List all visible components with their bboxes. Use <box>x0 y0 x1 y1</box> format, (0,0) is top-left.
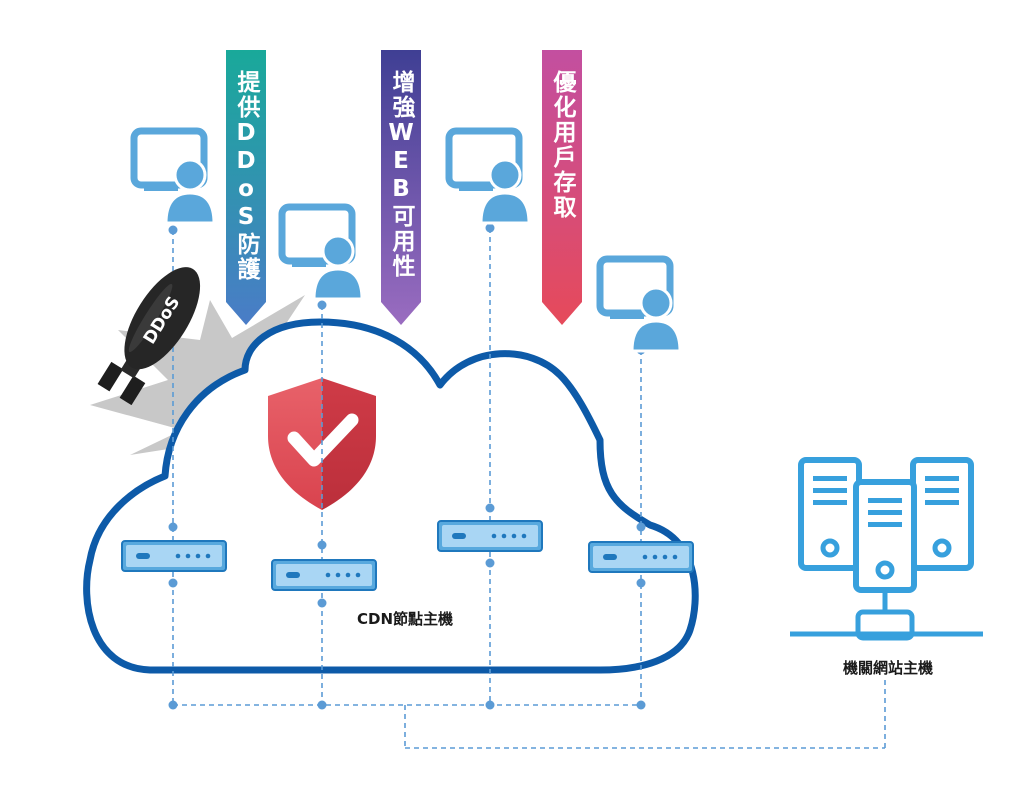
user-computer-icon-3 <box>449 131 529 223</box>
connector-dots <box>168 223 646 710</box>
banner-user-access-text: 優化用戶存取 <box>549 70 578 220</box>
banner-user-access: 優化用戶存取 <box>542 50 582 325</box>
origin-server-label: 機關網站主機 <box>843 659 933 677</box>
cdn-node-2 <box>271 559 377 591</box>
shield-check-icon <box>268 378 376 510</box>
banner-ddos-protection: 提供DDoS防護 <box>226 50 266 325</box>
banner-web-availability: 增強WEB可用性 <box>381 50 421 325</box>
cdn-node-3 <box>437 520 543 552</box>
user-computer-icon-4 <box>600 259 680 351</box>
connector-lines <box>172 228 886 749</box>
cdn-node-4 <box>588 541 694 573</box>
user-computer-icon-1 <box>134 131 214 223</box>
user-computer-icon-2 <box>282 207 362 299</box>
cdn-node-label: CDN節點主機 <box>357 610 453 628</box>
origin-server-icon <box>790 460 983 641</box>
ddos-bomb-icon: DDoS <box>97 267 201 406</box>
banner-ddos-protection-text: 提供DDoS防護 <box>233 69 262 282</box>
cdn-node-1 <box>121 540 227 572</box>
banner-web-availability-text: 增強WEB可用性 <box>388 69 416 279</box>
